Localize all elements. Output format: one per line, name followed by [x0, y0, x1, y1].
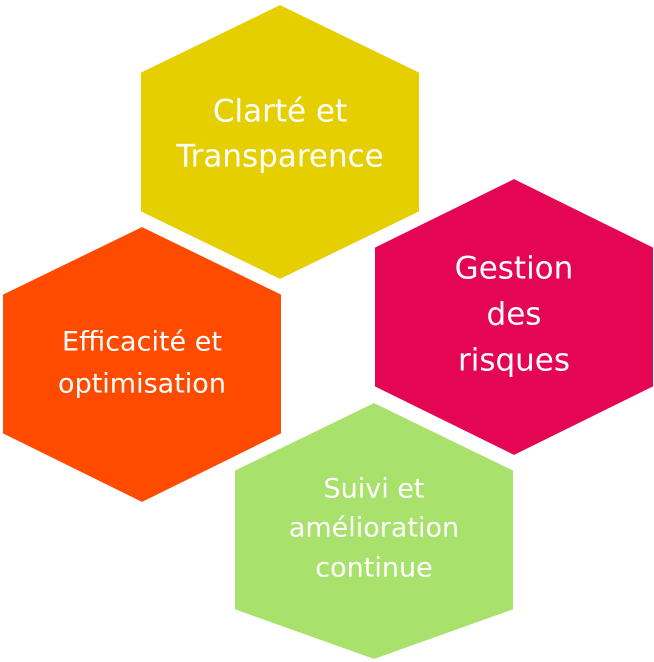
- hexagon-efficiency-line-2: optimisation: [58, 369, 226, 400]
- hexagon-risk-shape: [373, 176, 654, 458]
- hexagon-improvement-shape: [233, 400, 515, 662]
- hexagon-efficiency-shape: [1, 224, 283, 505]
- hexagon-clarity: Clarté et Transparence: [139, 2, 421, 282]
- hexagon-risk-line-3: risques: [458, 343, 570, 379]
- hexagon-improvement-line-1: Suivi et: [323, 474, 424, 505]
- hexagon-improvement-line-3: continue: [315, 553, 432, 584]
- hexagon-clarity-line-2: Transparence: [175, 139, 384, 175]
- hexagon-risk: Gestion des risques: [373, 176, 654, 458]
- hexagon-efficiency: Efficacité et optimisation: [1, 224, 283, 505]
- hexagon-risk-line-2: des: [487, 297, 542, 333]
- hexagon-efficiency-line-1: Efficacité et: [62, 327, 222, 358]
- hexagon-clarity-shape: [139, 2, 421, 282]
- hexagon-improvement: Suivi et amélioration continue: [233, 400, 515, 662]
- hexagon-improvement-line-2: amélioration: [289, 513, 459, 544]
- hexagon-risk-line-1: Gestion: [455, 251, 574, 287]
- hexagon-clarity-line-1: Clarté et: [213, 94, 347, 130]
